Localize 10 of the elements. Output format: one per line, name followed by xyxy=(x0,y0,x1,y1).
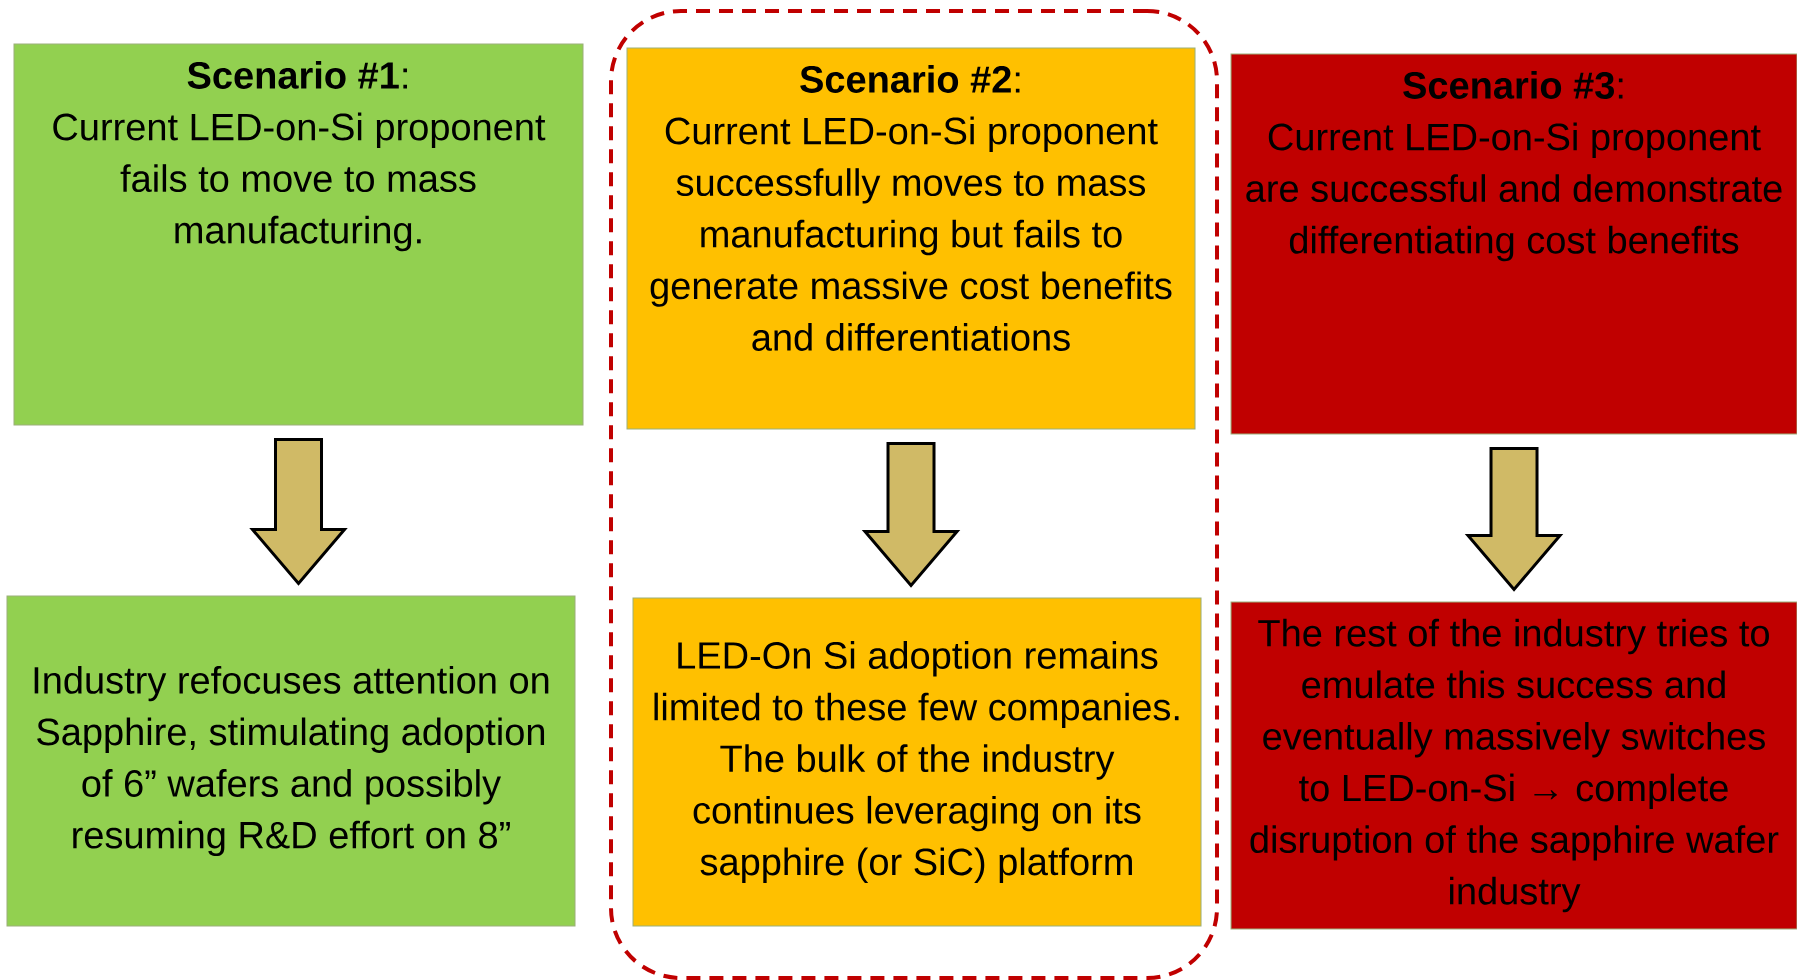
scenario-box: Scenario #2: Current LED-on-Si proponent successfully moves to mass manufacturing but fails to generate massive cost benefits and differentiations xyxy=(626,47,1196,430)
block-arrow xyxy=(249,438,348,586)
outcome-box: The rest of the industry tries to emulate this success and eventually massively switches to LED-on-Si → complete disruption of the sapphire wafer industry xyxy=(1230,601,1797,930)
block-arrow xyxy=(861,442,961,588)
outcome-box: LED-On Si adoption remains limited to these few companies. The bulk of the industry continues leveraging on its sapphire (or SiC) platform xyxy=(632,597,1202,927)
scenario-box: Scenario #1: Current LED-on-Si proponent fails to move to mass manufacturing. xyxy=(13,43,584,426)
block-arrow xyxy=(1464,447,1564,592)
highlight-frame xyxy=(609,9,1219,980)
outcome-box: Industry refocuses attention on Sapphire, stimulating adoption of 6” wafers and possibly resuming R&D effort on 8” xyxy=(6,595,576,927)
scenario-box: Scenario #3: Current LED-on-Si proponent are successful and demonstrate differentiating cost benefits xyxy=(1230,53,1797,435)
